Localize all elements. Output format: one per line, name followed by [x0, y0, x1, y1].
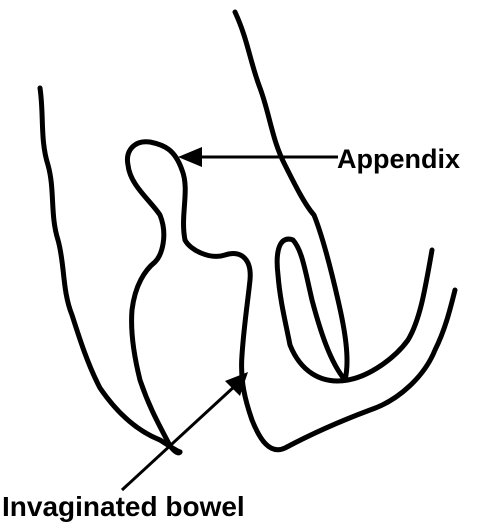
appendix-and-bowel-loop [127, 12, 455, 453]
appendix-label: Appendix [337, 144, 460, 174]
invaginated-bowel-label: Invaginated bowel [2, 491, 245, 522]
bowel-arrow-line [122, 385, 236, 490]
